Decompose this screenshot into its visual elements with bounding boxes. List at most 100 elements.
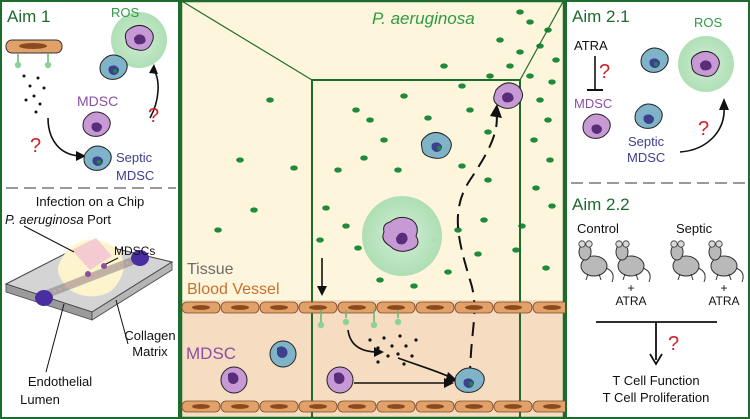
cytokine-dot [402, 362, 406, 366]
cytokine-dot [32, 94, 36, 98]
zoom-inset [311, 79, 521, 419]
bacterium [484, 177, 492, 183]
aim1-septic-line2: MDSC [116, 168, 154, 183]
bacterium [290, 165, 298, 171]
bacterium [536, 97, 544, 103]
bacterium [512, 247, 520, 253]
mdsc-vessel-mid [326, 366, 354, 394]
cytokine-dot [382, 336, 386, 340]
mdsc-vessel-left [220, 366, 248, 394]
bacterium [496, 37, 504, 43]
bacterium [236, 157, 244, 163]
cytokine-dot [38, 102, 42, 106]
bacterium [342, 223, 350, 229]
bacterium [266, 97, 274, 103]
aim22-septic-label: Septic [676, 221, 713, 236]
bacterium [424, 115, 432, 121]
bacterium [486, 73, 494, 79]
mouse-icon [670, 240, 706, 283]
aim22-q: ? [668, 333, 679, 355]
aim1-septic-line1: Septic [116, 150, 153, 165]
cytokine-dot [386, 354, 390, 358]
aim21-ros-label: ROS [694, 15, 723, 30]
bacterium [394, 167, 402, 173]
aim21-septic-mdsc [634, 103, 663, 129]
bacterium [352, 107, 360, 113]
aim1-ros-label: ROS [111, 5, 140, 20]
mice-group [578, 240, 744, 283]
aim22-control-label: Control [577, 221, 619, 236]
cytokine-dot [36, 76, 40, 80]
bacterium [458, 83, 466, 89]
mdsc-tissue-upper [420, 132, 452, 159]
bacterium [516, 9, 524, 15]
center-panel: P. aeruginosa Tissue Blood Vessel MDSC [179, 0, 572, 419]
cytokine-dot [22, 74, 26, 78]
bacterium [516, 49, 524, 55]
bacteria-cluster [214, 9, 560, 289]
cytokine-dot [398, 334, 402, 338]
aim21-mdsc-blue-top [640, 47, 669, 73]
bacterium [334, 167, 342, 173]
aim1-mdsc-blue-top [99, 54, 128, 80]
migration-path [456, 109, 498, 381]
chip-mdscs-label: MDSCs [114, 244, 155, 258]
cytokine-dot [396, 352, 400, 356]
chip-device [4, 238, 174, 321]
aim1-cytokines [22, 74, 46, 114]
bacterium [532, 185, 540, 191]
bacterium [474, 251, 482, 257]
septic-mdsc-vessel [454, 367, 485, 393]
bacterium [480, 217, 488, 223]
bacterium [410, 283, 418, 289]
mdsc-tissue-top [493, 82, 524, 109]
bacterium [526, 73, 534, 79]
aim22-atra-1: ATRA [615, 294, 646, 308]
bacterium [484, 129, 492, 135]
signal-arrow [347, 329, 379, 353]
aim21-septic-line2: MDSC [627, 150, 665, 165]
aim21-septic-line1: Septic [628, 134, 665, 149]
aim1-mdsc-label: MDSC [77, 93, 118, 109]
aim22-plus-2: + [720, 281, 727, 295]
mouse-icon [578, 240, 614, 283]
chip-collagen-line2: Matrix [132, 344, 168, 359]
cytokine-dot [24, 98, 28, 102]
mouse-icon [708, 240, 744, 283]
aim21-atra-label: ATRA [574, 38, 608, 53]
aim2-panel: Aim 2.1 ROS ATRA ? MDSC Septic MDSC ? Ai… [565, 0, 750, 419]
aim22-title: Aim 2.2 [572, 195, 630, 214]
cytokine-dot [34, 110, 38, 114]
bacterium [316, 237, 324, 243]
cytokine-dot [404, 344, 408, 348]
bacterium [546, 157, 554, 163]
aim1-title: Aim 1 [7, 7, 50, 26]
cytokine-dots [368, 334, 418, 366]
ros-mdsc-center [362, 196, 442, 276]
blood-vessel-area [180, 300, 564, 419]
bacterium [548, 79, 556, 85]
aim22-plus-1: + [627, 281, 634, 295]
tissue-label: Tissue [187, 261, 234, 278]
bacterium [444, 269, 452, 275]
chip-endo-line1: Endothelial [28, 374, 92, 389]
bacterium [542, 265, 550, 271]
bacterium [400, 93, 408, 99]
cytokine-dot [368, 338, 372, 342]
bacteria-label: P. aeruginosa [372, 9, 475, 28]
cytokine-dot [42, 86, 46, 90]
bacterium [376, 277, 384, 283]
chip-endo-line2: Lumen [20, 392, 60, 407]
bacterium [250, 207, 258, 213]
bacterium [530, 137, 538, 143]
cytokine-dot [390, 344, 394, 348]
cytokine-dot [414, 338, 418, 342]
mdsc-vessel-blue [269, 340, 297, 368]
cytokine-dot [376, 360, 380, 364]
aim22-outcome-1: T Cell Function [612, 373, 699, 388]
released-signals [317, 310, 402, 329]
blood-vessel-label: Blood Vessel [187, 281, 280, 298]
bacterium [360, 155, 368, 161]
aim1-q1: ? [148, 105, 159, 127]
cytokine-dot [28, 84, 32, 88]
